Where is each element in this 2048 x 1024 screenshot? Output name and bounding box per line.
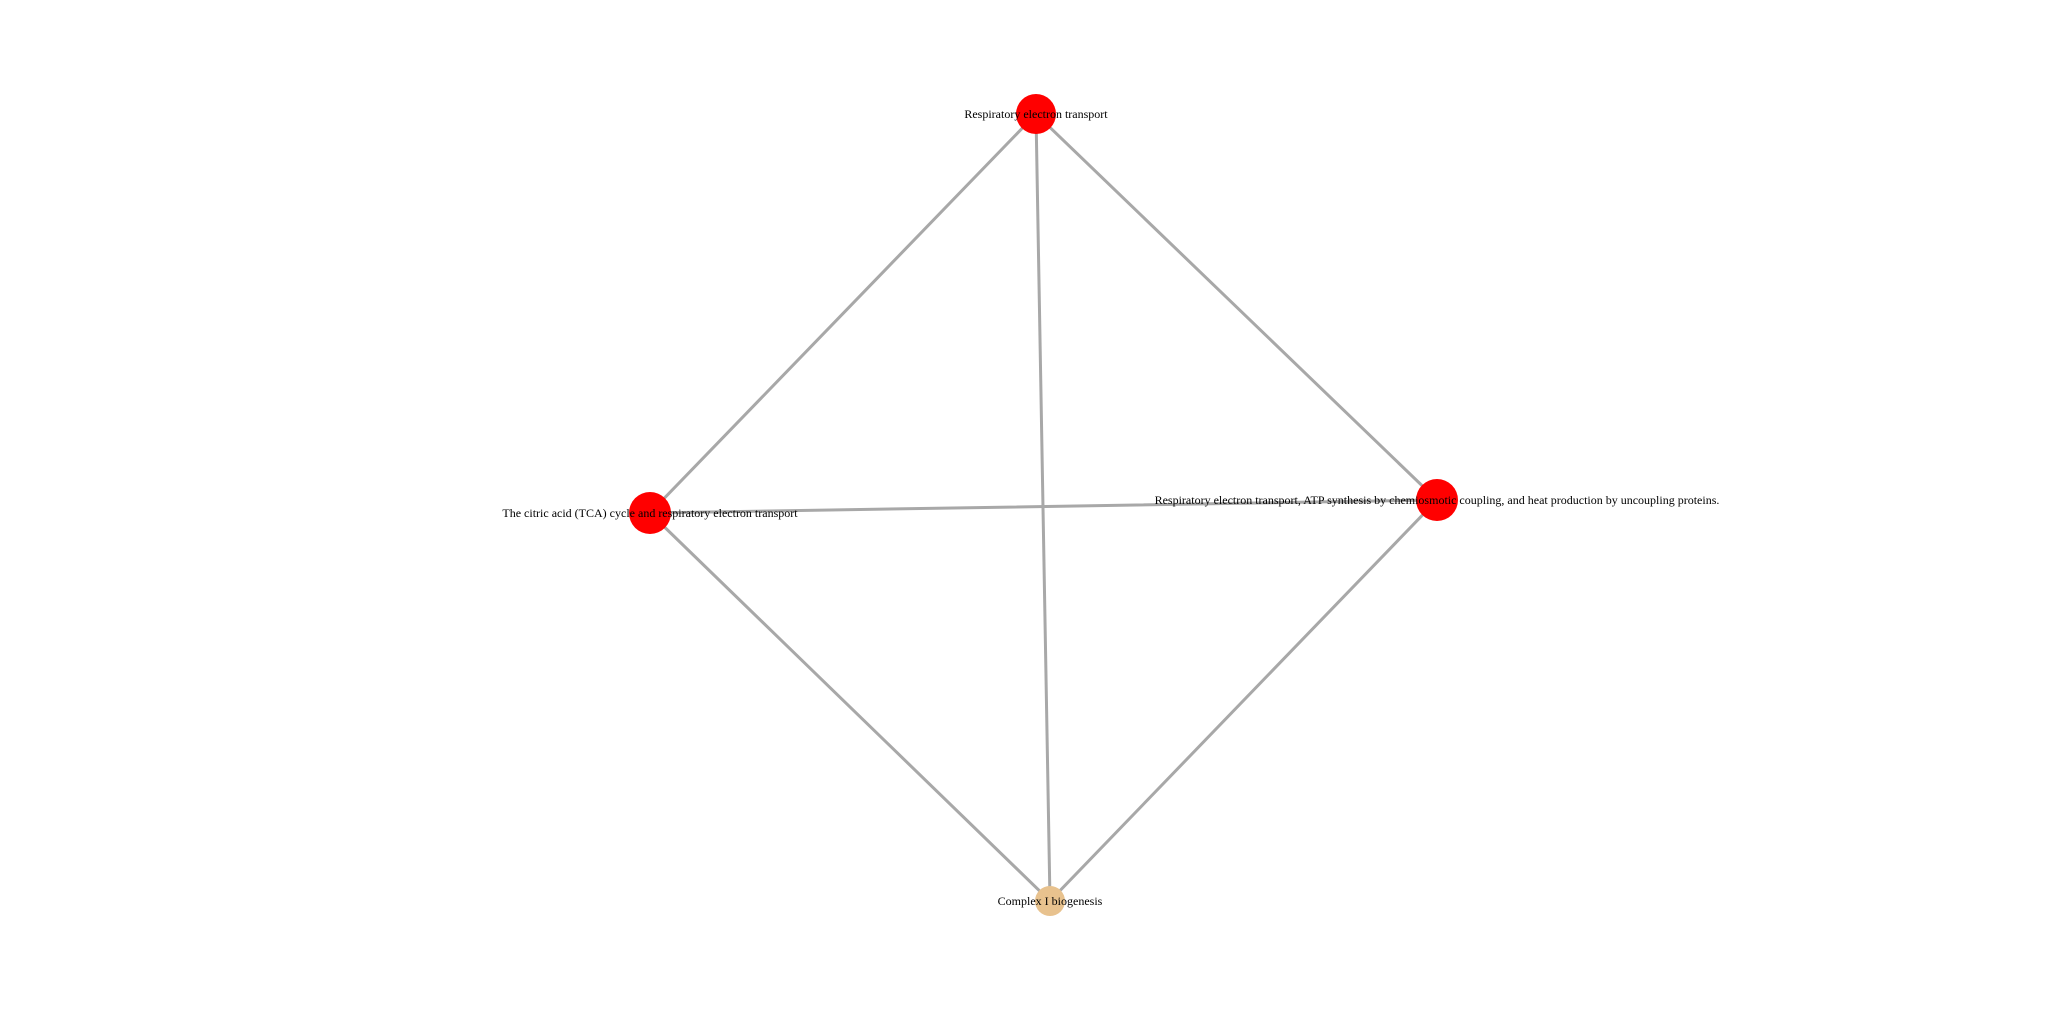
edge-tca-to-complex-i: [648, 511, 1052, 903]
node-label: Complex I biogenesis: [998, 894, 1103, 908]
node-circle[interactable]: [1016, 94, 1056, 134]
edge-tca-to-atp: [648, 498, 1439, 515]
node-label: The citric acid (TCA) cycle and respirat…: [502, 506, 798, 520]
edge-respiratory-to-tca: [648, 112, 1038, 515]
node-circle[interactable]: [629, 492, 671, 534]
edge-atp-to-complex-i: [1048, 498, 1439, 903]
edge-respiratory-to-atp: [1034, 112, 1439, 502]
node-circle[interactable]: [1416, 479, 1458, 521]
node-label: Respiratory electron transport, ATP synt…: [1155, 493, 1720, 507]
node-circle[interactable]: [1035, 886, 1065, 916]
edge-layer: [648, 112, 1439, 903]
node-respiratory-electron-transport[interactable]: Respiratory electron transport: [964, 94, 1108, 134]
node-label: Respiratory electron transport: [964, 107, 1108, 121]
node-layer: Respiratory electron transport The citri…: [502, 94, 1719, 916]
node-complex-i-biogenesis[interactable]: Complex I biogenesis: [998, 886, 1103, 916]
node-tca-cycle[interactable]: The citric acid (TCA) cycle and respirat…: [502, 492, 798, 534]
node-atp-synthesis[interactable]: Respiratory electron transport, ATP synt…: [1155, 479, 1720, 521]
